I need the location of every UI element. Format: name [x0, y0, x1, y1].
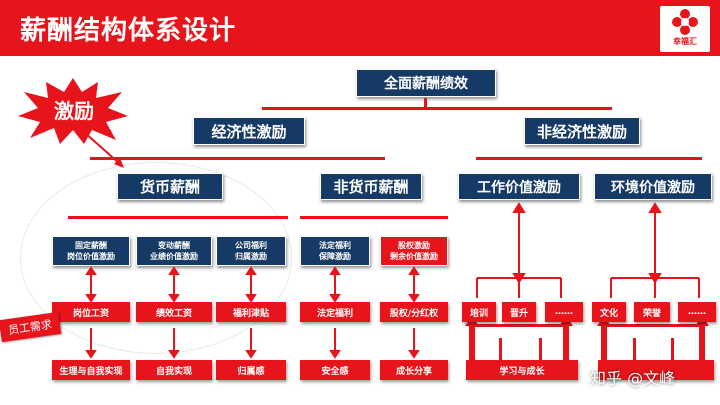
incentive-label: 激励 — [54, 99, 94, 123]
incentive-burst-icon — [18, 78, 128, 144]
node-monetary: 货币薪酬 — [117, 173, 223, 200]
connector-economic — [90, 157, 385, 160]
monetary-circle-outline — [20, 162, 292, 354]
logo-text: 幸福汇 — [673, 37, 697, 46]
watermark: 知乎 @文峰 — [590, 369, 676, 388]
work-item-promotion: 晋升 — [502, 302, 536, 322]
item-equity-dividend: 股权/分红权 — [380, 302, 448, 322]
need-belonging: 归属感 — [216, 360, 286, 380]
item-performance-salary: 绩效工资 — [136, 302, 212, 322]
env-item-culture: 文化 — [592, 302, 626, 322]
env-item-honor: 荣誉 — [634, 302, 670, 322]
need-self-actualization: 自我实现 — [136, 360, 212, 380]
connector-root-down — [424, 98, 427, 108]
comp-type-statutory: 法定福利保障激励 — [300, 236, 370, 266]
node-non-economic: 非经济性激励 — [524, 117, 640, 145]
comp-type-variable: 变动薪酬业绩价值激励 — [136, 236, 212, 266]
node-economic: 经济性激励 — [193, 117, 305, 145]
needs-arrows-icon — [85, 328, 420, 359]
double-arrows-icon — [85, 266, 420, 303]
need-security: 安全感 — [300, 360, 370, 380]
work-item-more: …… — [545, 302, 583, 322]
env-item-more: …… — [678, 302, 716, 322]
env-bottom-box — [598, 360, 714, 380]
flower-logo-icon — [672, 9, 698, 35]
node-root: 全面薪酬绩效 — [356, 69, 496, 97]
node-work-value: 工作价值激励 — [458, 173, 580, 200]
node-non-monetary: 非货币薪酬 — [320, 173, 422, 200]
comp-type-welfare: 公司福利归属激励 — [216, 236, 286, 266]
item-statutory-welfare: 法定福利 — [300, 302, 370, 322]
incentive-arrow-icon — [83, 131, 124, 168]
need-physiological: 生理与自我实现 — [52, 360, 130, 380]
node-env-value: 环境价值激励 — [594, 173, 712, 200]
comp-type-fixed: 固定薪酬岗位价值激励 — [52, 236, 130, 266]
need-growth-sharing: 成长分享 — [380, 360, 448, 380]
connector-level1 — [262, 107, 612, 110]
connector-monetary — [68, 216, 288, 219]
title-bar — [0, 0, 720, 56]
item-welfare-allowance: 福利津贴 — [216, 302, 286, 322]
page-title: 薪酬结构体系设计 — [20, 16, 237, 46]
brand-logo: 幸福汇 — [660, 6, 710, 52]
work-bottom-learning-growth: 学习与成长 — [466, 360, 578, 380]
connector-non-monetary — [300, 216, 448, 219]
comp-type-equity: 股权激励剩余价值激励 — [380, 236, 448, 266]
connector-non-economic — [476, 157, 702, 160]
item-position-salary: 岗位工资 — [52, 302, 130, 322]
work-item-training: 培训 — [462, 302, 496, 322]
